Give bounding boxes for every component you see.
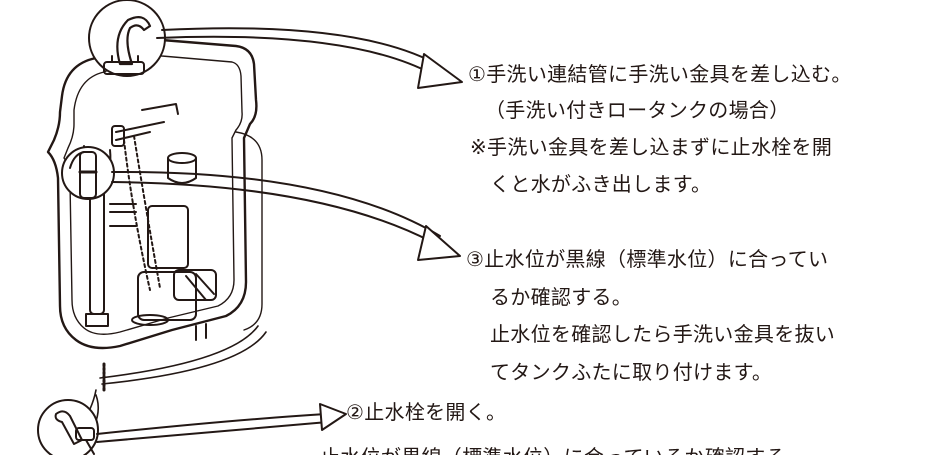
step3-line2: るか確認する。: [490, 285, 633, 309]
water-level-mark-icon: [61, 146, 115, 200]
step3-line4: てタンクふたに取り付けます。: [490, 360, 773, 384]
step2-title: ②止水栓を開く。: [346, 400, 507, 424]
step1-subtitle: （手洗い付きロータンクの場合）: [485, 98, 790, 122]
stop-valve-icon: [37, 399, 99, 455]
leader-arrow-step1: [156, 27, 463, 89]
step1-note-line1: ※手洗い金具を差し込まずに止水栓を開: [470, 135, 833, 159]
step3-title: ③止水位が黒線（標準水位）に合ってい: [466, 247, 829, 271]
hand-wash-faucet-icon: [88, 0, 166, 77]
leader-arrow-step2: [96, 403, 347, 443]
leader-arrow-step3: [111, 170, 461, 261]
step1-title: ①手洗い連結管に手洗い金具を差し込む。: [468, 62, 852, 86]
step3-line3: 止水位を確認したら手洗い金具を抜い: [490, 322, 836, 346]
toilet-tank-cutaway-icon: [46, 38, 263, 394]
step1-note-line2: くと水がふき出します。: [490, 172, 712, 196]
